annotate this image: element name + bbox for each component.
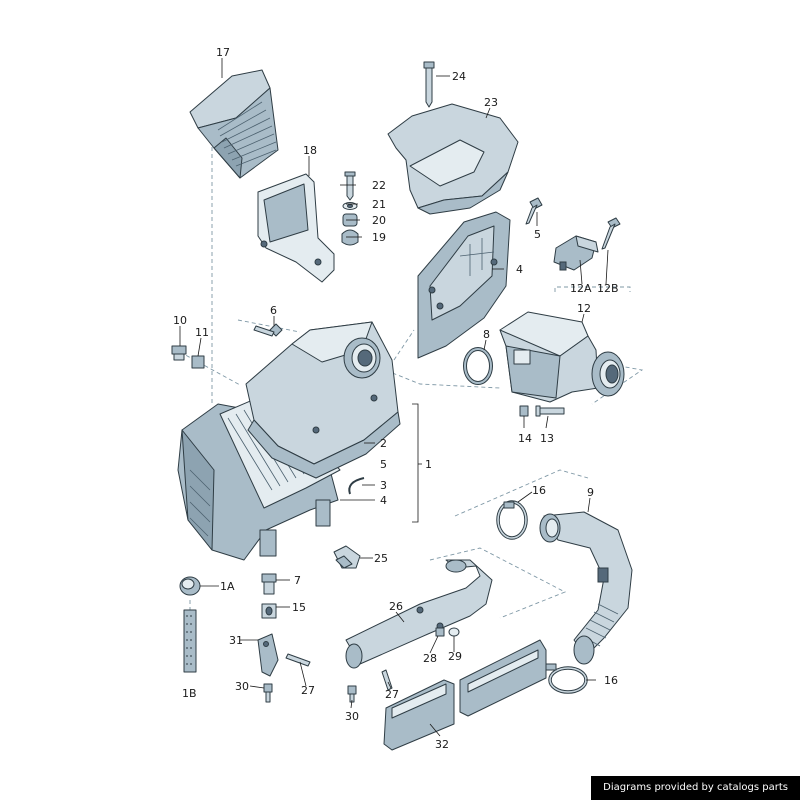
label-14: 14: [518, 432, 532, 445]
label-16-top: 16: [532, 484, 546, 497]
label-2: 2: [380, 437, 387, 450]
label-26: 26: [389, 600, 403, 613]
label-28: 28: [423, 652, 437, 665]
part-12A-mass-air-flow-sensor: [553, 235, 599, 271]
label-11: 11: [195, 326, 209, 339]
part-3-clip: [348, 477, 365, 495]
part-6-screw: [253, 323, 283, 337]
label-12A: 12A: [570, 282, 592, 295]
label-4-top: 4: [516, 263, 523, 276]
label-10: 10: [173, 314, 187, 327]
part-31-bracket: [257, 633, 279, 677]
label-1: 1: [425, 458, 432, 471]
label-31: 31: [229, 634, 243, 647]
part-7-bushing: [261, 573, 277, 595]
label-13: 13: [540, 432, 554, 445]
label-27-lower: 27: [385, 688, 399, 701]
label-20: 20: [372, 214, 386, 227]
label-4-mid: 4: [380, 494, 387, 507]
label-1B: 1B: [182, 687, 197, 700]
label-16-bottom: 16: [604, 674, 618, 687]
label-21: 21: [372, 198, 386, 211]
label-7: 7: [294, 574, 301, 587]
parts-28-29-nut-washer: [435, 627, 460, 637]
group-1-bracket: [412, 403, 422, 523]
part-9-air-hose: [539, 511, 633, 665]
part-8-o-ring: [463, 347, 493, 385]
label-23: 23: [484, 96, 498, 109]
part-30-bolt-lower: [347, 685, 357, 703]
parts-13-14-bolt-nut: [519, 405, 565, 417]
part-24-bolt: [423, 61, 435, 108]
part-26-pipe: [345, 559, 493, 669]
part-12B-screw: [601, 217, 621, 250]
callout-labels: 17 18 22 21 20 19 24 23 5 4 12A 12B 12 1…: [173, 46, 619, 751]
label-29: 29: [448, 650, 462, 663]
label-15: 15: [292, 601, 306, 614]
part-5-screw: [525, 197, 543, 225]
part-15-bushing: [261, 603, 277, 619]
label-12B: 12B: [597, 282, 619, 295]
label-32: 32: [435, 738, 449, 751]
label-19: 19: [372, 231, 386, 244]
part-30-bolt-left: [263, 683, 273, 703]
part-16-clamp-upper: [496, 500, 528, 540]
parts-10-11-grommets: [171, 345, 205, 369]
label-17: 17: [216, 46, 230, 59]
label-3: 3: [380, 479, 387, 492]
part-18-air-guide: [257, 173, 335, 283]
label-5-mid: 5: [380, 458, 387, 471]
parts-22-19-fasteners: [341, 171, 359, 246]
label-22: 22: [372, 179, 386, 192]
part-1-air-filter-housing: [177, 321, 401, 561]
label-25: 25: [374, 552, 388, 565]
part-4-bracket: [417, 211, 511, 359]
label-1A: 1A: [220, 580, 235, 593]
part-1B-foam-strip: [183, 609, 197, 673]
label-6: 6: [270, 304, 277, 317]
watermark-caption: Diagrams provided by catalogs parts: [591, 776, 800, 800]
label-12: 12: [577, 302, 591, 315]
part-17-intake-duct: [189, 69, 279, 179]
part-12-air-flow-meter-housing: [499, 311, 625, 403]
label-18: 18: [303, 144, 317, 157]
part-23-cover: [387, 103, 519, 215]
label-9: 9: [587, 486, 594, 499]
part-32-heat-shield: [383, 639, 547, 751]
label-30-left: 30: [235, 680, 249, 693]
leader-lines: [179, 58, 609, 737]
part-27-bolt-left: [285, 653, 311, 667]
label-24: 24: [452, 70, 466, 83]
label-8: 8: [483, 328, 490, 341]
part-1A-cap: [179, 576, 201, 596]
label-27-left: 27: [301, 684, 315, 697]
label-30-lower: 30: [345, 710, 359, 723]
label-5-top: 5: [534, 228, 541, 241]
part-25-clamp: [333, 545, 361, 569]
part-16-clamp-lower: [545, 663, 588, 694]
